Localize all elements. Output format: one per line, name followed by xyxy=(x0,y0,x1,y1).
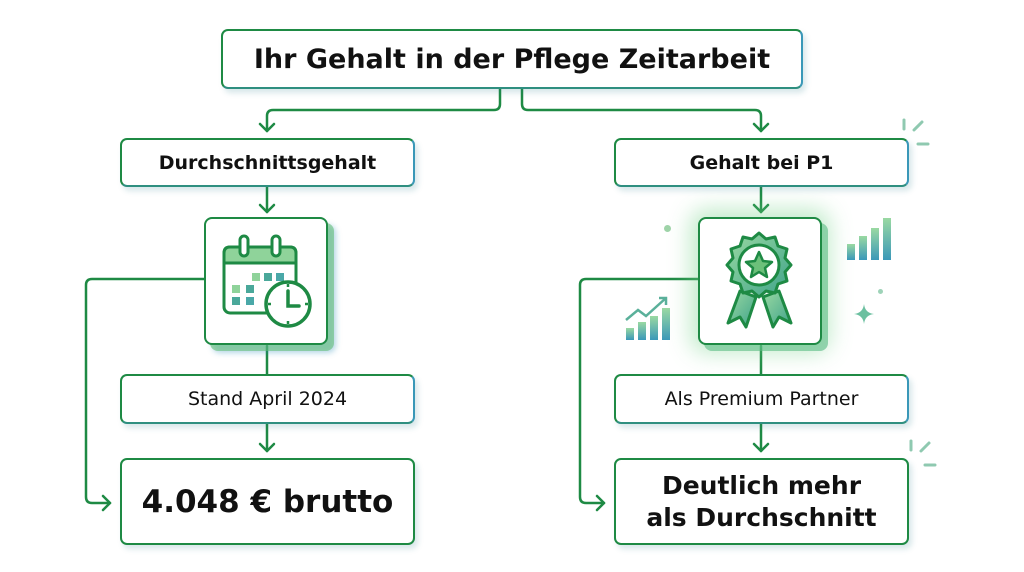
bar-chart-icon xyxy=(847,218,891,260)
heading-salary-p1: Gehalt bei P1 xyxy=(614,138,909,187)
p1-salary-value: Deutlich mehr als Durchschnitt xyxy=(614,458,909,545)
star-sparkle-icon xyxy=(854,304,874,324)
award-rosette-icon xyxy=(725,231,793,329)
calendar-clock-icon xyxy=(222,234,312,328)
average-salary-value: 4.048 € brutto xyxy=(120,458,415,545)
sparkle-lines-icon xyxy=(902,118,930,146)
award-card xyxy=(698,217,822,345)
dot-decoration xyxy=(664,225,671,232)
page-title: Ihr Gehalt in der Pflege Zeitarbeit xyxy=(221,29,803,89)
result-line-1: Deutlich mehr xyxy=(661,470,862,500)
heading-average-salary: Durchschnittsgehalt xyxy=(120,138,415,187)
calendar-clock-card xyxy=(204,217,328,345)
sparkle-lines-icon-2 xyxy=(909,439,937,467)
dot-decoration-2 xyxy=(878,289,883,294)
result-line-2: als Durchschnitt xyxy=(646,502,877,532)
note-stand-april: Stand April 2024 xyxy=(120,374,415,424)
note-premium-partner: Als Premium Partner xyxy=(614,374,909,424)
growth-chart-icon xyxy=(625,296,670,340)
